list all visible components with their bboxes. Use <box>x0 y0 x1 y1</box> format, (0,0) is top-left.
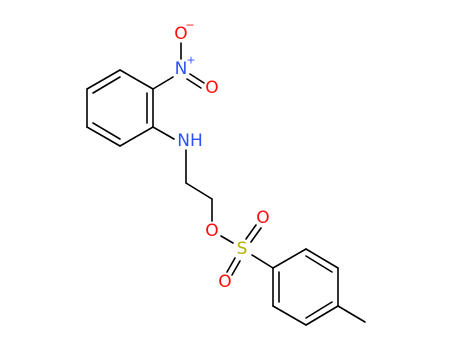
atom-amine-nh: NH <box>177 131 203 151</box>
atom-nitro-nitrogen: N <box>175 59 188 79</box>
sulfonyl-bottom-bond-2 <box>231 260 241 276</box>
amine-c-n-bond <box>152 126 175 140</box>
s-ring-bond <box>251 254 274 269</box>
ring2-bond-b-inner <box>305 255 333 273</box>
bond-layer <box>86 42 366 326</box>
ring1-bond-f-inner <box>92 76 121 94</box>
sulfonyl-top-bond-1 <box>245 224 257 240</box>
ring2-bond-d <box>305 305 339 326</box>
ring1-bond-d-inner <box>92 122 121 140</box>
atom-sulfur: S <box>237 239 248 259</box>
nitro-n-o-right-bond-2 <box>186 78 202 89</box>
sulfonyl-top-bond-2 <box>250 227 262 243</box>
ring2-bond-e <box>272 305 307 326</box>
atom-sulfonyl-oxygen-top: O <box>256 208 269 228</box>
sulfonyl-bottom-bond-1 <box>226 257 236 273</box>
atom-nitro-oxygen-top: O <box>174 24 187 44</box>
ring2-bond-d-inner <box>305 301 333 319</box>
ring1-bond-a <box>119 69 154 90</box>
charge-nitro-oxygen-minus: − <box>185 19 194 32</box>
linker-bond <box>185 182 213 200</box>
ester-o-s-bond <box>220 235 234 244</box>
ring2-bond-b <box>305 248 339 269</box>
atom-ester-oxygen: O <box>205 221 218 241</box>
atom-nitro-oxygen-right: O <box>205 78 218 98</box>
atom-sulfonyl-oxygen-bottom: O <box>218 272 231 292</box>
nitro-n-o-right-bond-1 <box>189 73 205 84</box>
methyl-bond <box>337 305 366 323</box>
ring2-bond-a <box>272 248 307 269</box>
ring1-bond-c <box>119 126 154 147</box>
ring1-bond-d <box>86 126 121 147</box>
nitro-c-n-bond <box>152 76 174 90</box>
charge-nitro-nitrogen-plus: + <box>186 54 195 67</box>
ring1-bond-f <box>86 69 121 90</box>
